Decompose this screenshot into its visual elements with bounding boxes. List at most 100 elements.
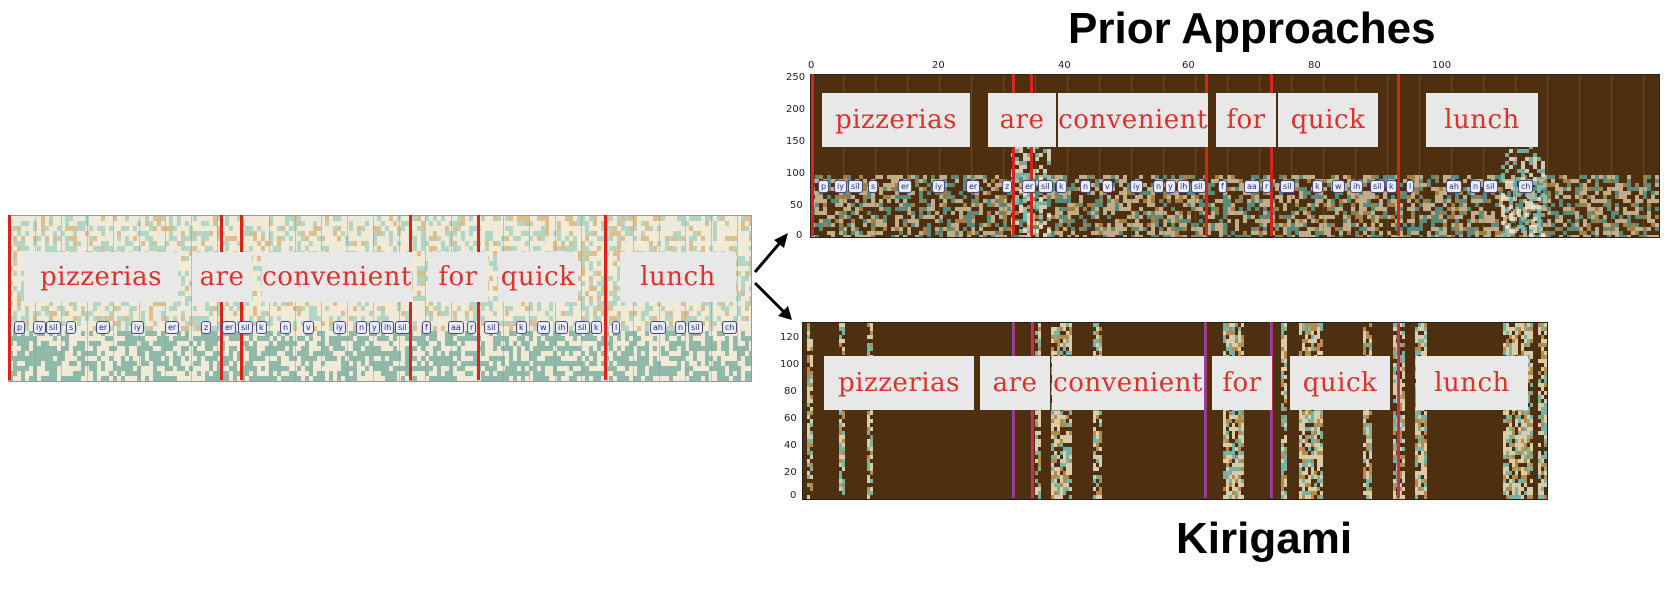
- phone-label: sil: [575, 321, 590, 334]
- arrow-to-kirigami-icon: [753, 281, 792, 320]
- axis-tick-label: 120: [780, 332, 800, 343]
- axis-tick-label: 40: [1058, 60, 1071, 71]
- phone-label: sil: [1191, 180, 1206, 193]
- phone-label: er: [966, 180, 981, 193]
- phone-label: sil: [848, 180, 863, 193]
- phone-label: k: [256, 321, 267, 334]
- axis-tick-label: 0: [808, 60, 815, 71]
- phone-label: sil: [1483, 180, 1498, 193]
- kirigami-word-quick: quick: [1290, 356, 1390, 410]
- phone-label: f: [1218, 180, 1227, 193]
- kirigami-panel: 120 100 80 60 40 20 0 pizzerias are convenient…: [780, 318, 1680, 508]
- phone-label: s: [868, 180, 879, 193]
- phone-label: p: [818, 180, 830, 193]
- prior-approaches-panel: 0 20 40 60 80 100 250 200 150 100 50 0 pizzerias a…: [786, 60, 1680, 250]
- phone-label: ih: [1177, 180, 1191, 193]
- phone-label: ch: [1518, 180, 1534, 193]
- axis-tick-label: 80: [784, 386, 797, 397]
- prior-word-convenient: convenient: [1058, 93, 1208, 147]
- prior-word-quick: quick: [1278, 93, 1378, 147]
- phone-label: v: [1102, 180, 1113, 193]
- phone-label: v: [303, 321, 314, 334]
- phone-label: iy: [33, 321, 46, 334]
- phone-label: iy: [834, 180, 847, 193]
- prior-word-lunch: lunch: [1426, 93, 1538, 147]
- axis-tick-label: 20: [932, 60, 945, 71]
- kirigami-spectrogram-image: [802, 322, 1548, 500]
- phone-label: w: [537, 321, 550, 334]
- phone-label: sil: [1370, 180, 1385, 193]
- prior-word-pizzerias: pizzerias: [822, 93, 970, 147]
- phone-label: s: [66, 321, 77, 334]
- phone-label: iy: [131, 321, 144, 334]
- phone-label: sil: [1038, 180, 1053, 193]
- kirigami-word-are: are: [980, 356, 1050, 410]
- phone-label: k: [591, 321, 602, 334]
- phone-label: n: [675, 321, 687, 334]
- phone-label: k: [516, 321, 527, 334]
- phone-label: sil: [688, 321, 703, 334]
- phone-label: k: [1056, 180, 1067, 193]
- axis-tick-label: 200: [786, 104, 806, 115]
- phone-label: aa: [1244, 180, 1260, 193]
- phone-label: p: [14, 321, 26, 334]
- phone-label: y: [1165, 180, 1176, 193]
- phone-label: z: [201, 321, 212, 334]
- phone-label: er: [1022, 180, 1037, 193]
- phone-label: sil: [395, 321, 410, 334]
- phone-label: ah: [1446, 180, 1462, 193]
- phone-label: n: [1080, 180, 1092, 193]
- phone-label: ih: [555, 321, 569, 334]
- axis-tick-label: 50: [790, 200, 803, 211]
- axis-tick-label: 40: [784, 440, 797, 451]
- phone-label: sil: [1280, 180, 1295, 193]
- phone-label: sil: [46, 321, 61, 334]
- arrow-to-prior-icon: [753, 233, 788, 273]
- phone-label: ih: [381, 321, 395, 334]
- kirigami-word-lunch: lunch: [1416, 356, 1528, 410]
- phone-label: y: [369, 321, 380, 334]
- phone-label: aa: [448, 321, 464, 334]
- axis-tick-label: 0: [790, 490, 797, 501]
- phone-label: n: [280, 321, 292, 334]
- axis-tick-label: 20: [784, 467, 797, 478]
- phone-label: sil: [238, 321, 253, 334]
- left-word-for: for: [428, 252, 488, 302]
- phone-label: ch: [722, 321, 738, 334]
- axis-tick-label: 0: [796, 230, 803, 241]
- axis-tick-label: 250: [786, 72, 806, 83]
- title-prior-approaches: Prior Approaches: [1068, 4, 1436, 53]
- phone-label: iy: [932, 180, 945, 193]
- axis-tick-label: 100: [780, 359, 800, 370]
- axis-tick-label: 150: [786, 136, 806, 147]
- title-kirigami: Kirigami: [1176, 514, 1353, 563]
- axis-tick-label: 100: [1432, 60, 1452, 71]
- phone-label: f: [422, 321, 431, 334]
- phone-label: z: [1002, 180, 1013, 193]
- axis-tick-label: 60: [1182, 60, 1195, 71]
- prior-word-for: for: [1216, 93, 1276, 147]
- prior-word-are: are: [988, 93, 1056, 147]
- phone-label: k: [1386, 180, 1397, 193]
- left-word-pizzerias: pizzerias: [24, 252, 178, 302]
- phone-label: er: [96, 321, 111, 334]
- axis-tick-label: 80: [1308, 60, 1321, 71]
- left-word-quick: quick: [498, 252, 578, 302]
- phone-label: n: [356, 321, 368, 334]
- axis-tick-label: 100: [786, 168, 806, 179]
- left-word-are: are: [192, 252, 252, 302]
- phone-label: er: [222, 321, 237, 334]
- kirigami-word-for: for: [1212, 356, 1272, 410]
- phone-label: r: [467, 321, 477, 334]
- phone-label: er: [165, 321, 180, 334]
- axis-tick-label: 60: [784, 413, 797, 424]
- phone-label: w: [1332, 180, 1345, 193]
- phone-label: ah: [650, 321, 666, 334]
- phone-label: l: [612, 321, 621, 334]
- kirigami-word-pizzerias: pizzerias: [824, 356, 974, 410]
- phone-label: k: [1312, 180, 1323, 193]
- phone-label: er: [898, 180, 913, 193]
- phone-label: iy: [333, 321, 346, 334]
- kirigami-word-convenient: convenient: [1052, 356, 1204, 410]
- left-word-lunch: lunch: [620, 252, 736, 302]
